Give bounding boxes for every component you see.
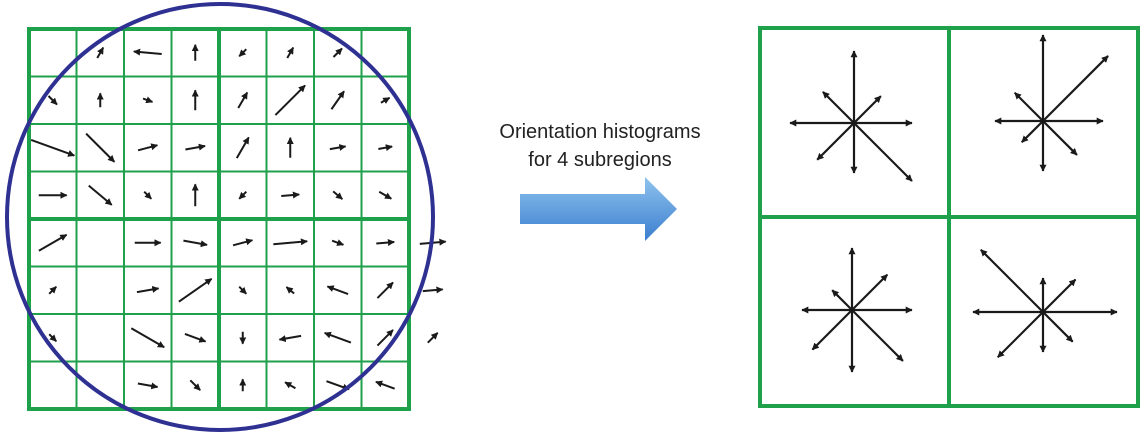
- right-arrow-icon: [520, 177, 677, 241]
- gradient-sample-arrows: [30, 44, 447, 392]
- histogram-bin-arrow: [1021, 120, 1044, 143]
- gradient-sample-arrow: [285, 286, 295, 295]
- gradient-sample-arrow: [378, 144, 393, 152]
- histogram-bin-arrow: [853, 122, 913, 182]
- gradient-sample-arrow: [422, 286, 444, 294]
- gradient-sample-arrow: [329, 144, 347, 151]
- gradient-sample-arrow: [238, 286, 247, 295]
- gradient-sample-arrow: [376, 329, 394, 347]
- gradient-sample-arrow: [142, 96, 154, 104]
- gradient-sample-arrow: [330, 90, 345, 110]
- histogram-bin-arrow: [979, 248, 1044, 313]
- gradient-sample-arrow: [238, 191, 247, 200]
- gradient-sample-arrow: [278, 334, 302, 343]
- gradient-grid-panel: [5, 2, 447, 432]
- gradient-sample-arrow: [376, 281, 394, 299]
- gradient-sample-arrow: [238, 48, 247, 57]
- gradient-sample-arrow: [273, 238, 308, 246]
- gradient-sample-arrow: [332, 190, 343, 200]
- gradient-sample-arrow: [137, 143, 159, 152]
- gradient-sample-arrow: [85, 132, 116, 163]
- gradient-sample-arrow: [281, 191, 300, 199]
- histogram-bin-arrow: [853, 95, 882, 124]
- histogram-bin-arrow: [822, 91, 855, 124]
- orientation-histogram-4: [972, 248, 1118, 359]
- caption-line-1: Orientation histograms: [499, 121, 701, 143]
- gradient-sample-arrow: [427, 332, 439, 344]
- gradient-sample-arrow: [326, 285, 349, 295]
- gradient-sample-arrow: [184, 333, 207, 343]
- histogram-bin-arrow: [1013, 91, 1044, 122]
- gradient-sample-arrow: [48, 286, 57, 295]
- gradient-sample-arrow: [178, 277, 213, 303]
- gradient-sample-arrow: [331, 239, 345, 246]
- gradient-sample-arrow: [143, 191, 152, 200]
- gradient-sample-arrow: [237, 91, 249, 109]
- gradient-sample-arrow: [235, 136, 250, 159]
- gradient-sample-arrow: [38, 233, 68, 252]
- histogram-bin-arrow: [1042, 120, 1078, 156]
- gradient-sample-arrow: [232, 238, 254, 247]
- histogram-bin-arrow: [851, 273, 889, 311]
- gradient-sample-arrow: [375, 380, 395, 390]
- gradient-sample-arrow: [286, 46, 295, 59]
- gradient-sample-arrow: [378, 190, 392, 200]
- gradient-sample-arrow: [130, 327, 165, 349]
- orientation-histograms: [789, 34, 1118, 373]
- gradient-sample-arrow: [183, 239, 208, 248]
- caption-line-2: for 4 subregions: [528, 149, 672, 171]
- histogram-panel: [758, 26, 1140, 408]
- subregion-boundaries: [27, 27, 411, 411]
- histogram-bin-arrow: [816, 122, 855, 161]
- gradient-sample-arrow: [284, 381, 296, 390]
- gradient-sample-arrow: [48, 333, 57, 342]
- gradient-sample-arrow: [136, 285, 160, 294]
- gradient-sample-arrow: [96, 46, 105, 59]
- gradient-sample-arrow: [47, 95, 58, 106]
- gradient-sample-arrow: [133, 48, 162, 56]
- histogram-bin-arrow: [851, 309, 904, 362]
- histogram-bin-arrow: [831, 289, 853, 311]
- orientation-histogram-1: [789, 50, 913, 182]
- histogram-bin-arrow: [1042, 278, 1077, 313]
- histogram-bin-arrow: [811, 309, 853, 351]
- gradient-sample-arrow: [380, 96, 391, 104]
- gradient-sample-arrow: [30, 138, 76, 157]
- gradient-sample-arrow: [189, 379, 201, 391]
- process-caption: Orientation histograms for 4 subregions: [450, 118, 750, 174]
- gaussian-window-circle: [5, 2, 435, 432]
- histogram-bin-arrow: [1042, 55, 1109, 122]
- orientation-histogram-3: [801, 247, 913, 373]
- histogram-bin-arrow: [996, 311, 1044, 359]
- gradient-sample-arrow: [185, 143, 206, 151]
- gradient-sample-arrow: [88, 184, 113, 206]
- orientation-histogram-2: [994, 34, 1109, 172]
- gradient-sample-arrow: [323, 331, 352, 344]
- gradient-sample-arrow: [376, 239, 395, 247]
- gradient-sample-arrow: [332, 47, 343, 58]
- histogram-bin-arrow: [1042, 311, 1074, 343]
- gradient-sample-arrow: [137, 382, 159, 390]
- gradient-sample-arrow: [274, 84, 306, 116]
